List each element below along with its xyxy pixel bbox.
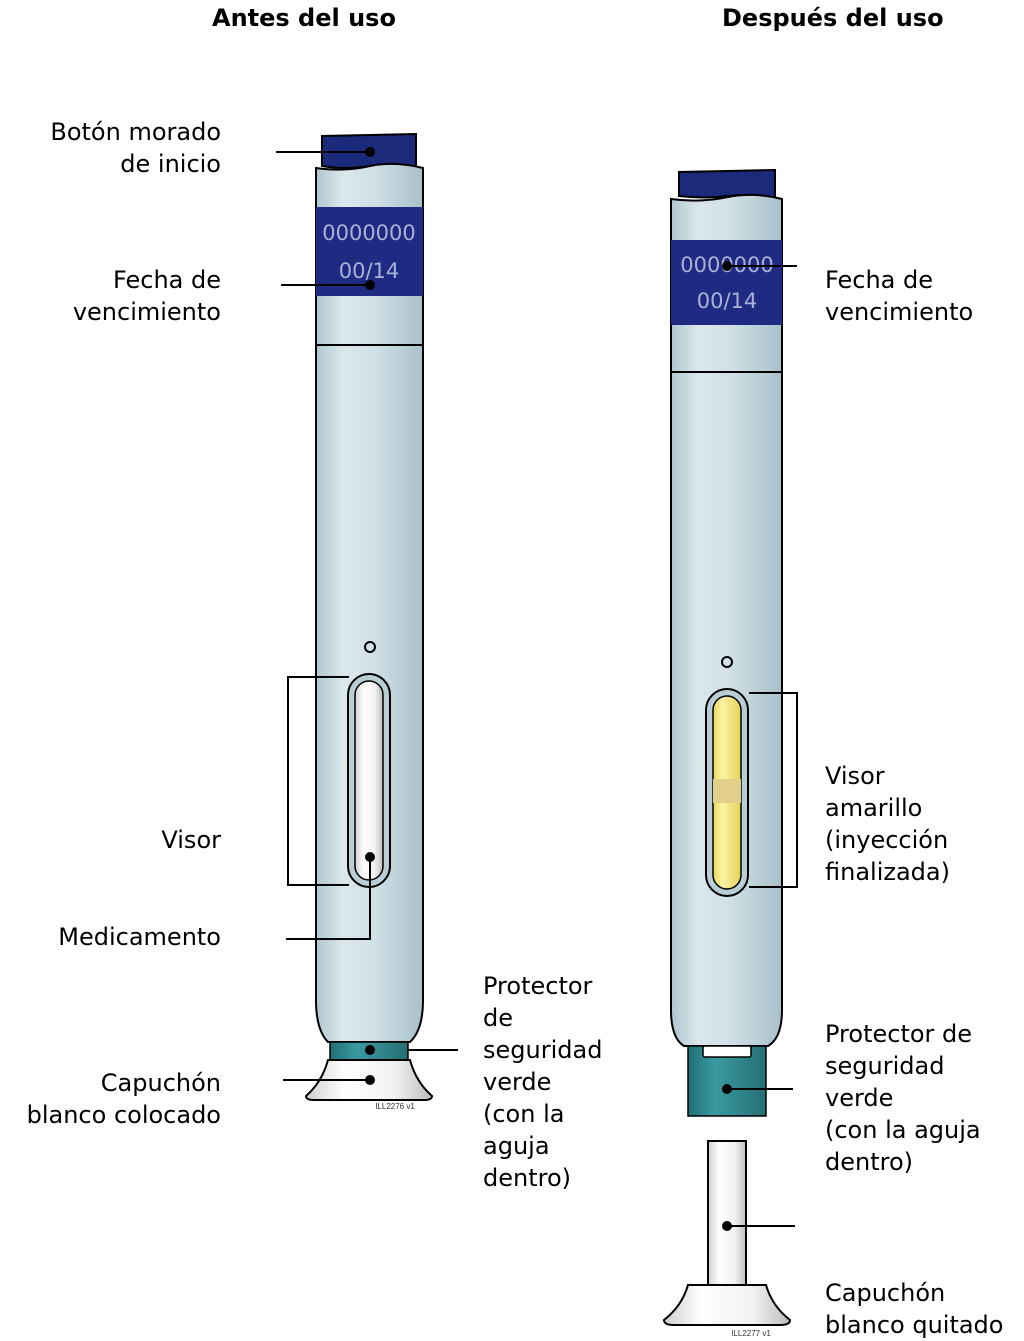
pen-body-before	[315, 162, 424, 1043]
before-title: Antes del uso	[212, 4, 396, 32]
indicator-hole-after	[721, 656, 733, 668]
leaders-before	[276, 151, 458, 1081]
leader-dots-after	[722, 261, 732, 1231]
lot-number-before: 0000000	[322, 221, 416, 245]
expiry-label-band-after	[671, 240, 782, 325]
purple-start-button-after	[678, 168, 776, 200]
label-viewer: Visor	[161, 826, 221, 854]
label-medicine: Medicamento	[58, 923, 221, 951]
expiry-date-after: 00/14	[697, 289, 758, 313]
illustration-code-after: ILL2277 v1	[731, 1329, 771, 1338]
label-cap-on: Capuchón blanco colocado	[26, 1069, 221, 1129]
pen-after: 0000000 00/14 ILL2277 v1	[662, 168, 792, 1338]
label-green-shield-before: Protector de seguridad verde (con la agu…	[483, 972, 603, 1192]
label-expiry-date-after: Fecha de vencimiento	[825, 266, 974, 326]
leader-dots-before	[365, 147, 375, 1085]
pen-before: 0000000 00/14 ILL2276 v1	[304, 132, 434, 1111]
label-cap-removed: Capuchón blanco quitado	[825, 1279, 1004, 1339]
pen-body-after	[670, 193, 783, 1047]
leaders-after	[727, 265, 798, 1227]
label-yellow-viewer: Visor amarillo (inyección finalizada)	[825, 762, 950, 886]
label-green-shield-after: Protector de seguridad verde (con la agu…	[825, 1020, 981, 1176]
white-cap-removed	[662, 1140, 792, 1326]
after-title: Después del uso	[722, 4, 944, 32]
illustration-code-before: ILL2276 v1	[375, 1102, 415, 1111]
label-expiry-date-before: Fecha de vencimiento	[72, 266, 221, 326]
plunger-marker	[713, 779, 741, 803]
expiry-date-before: 00/14	[339, 259, 400, 283]
indicator-hole-before	[364, 641, 376, 653]
label-start-button: Botón morado de inicio	[50, 118, 221, 178]
